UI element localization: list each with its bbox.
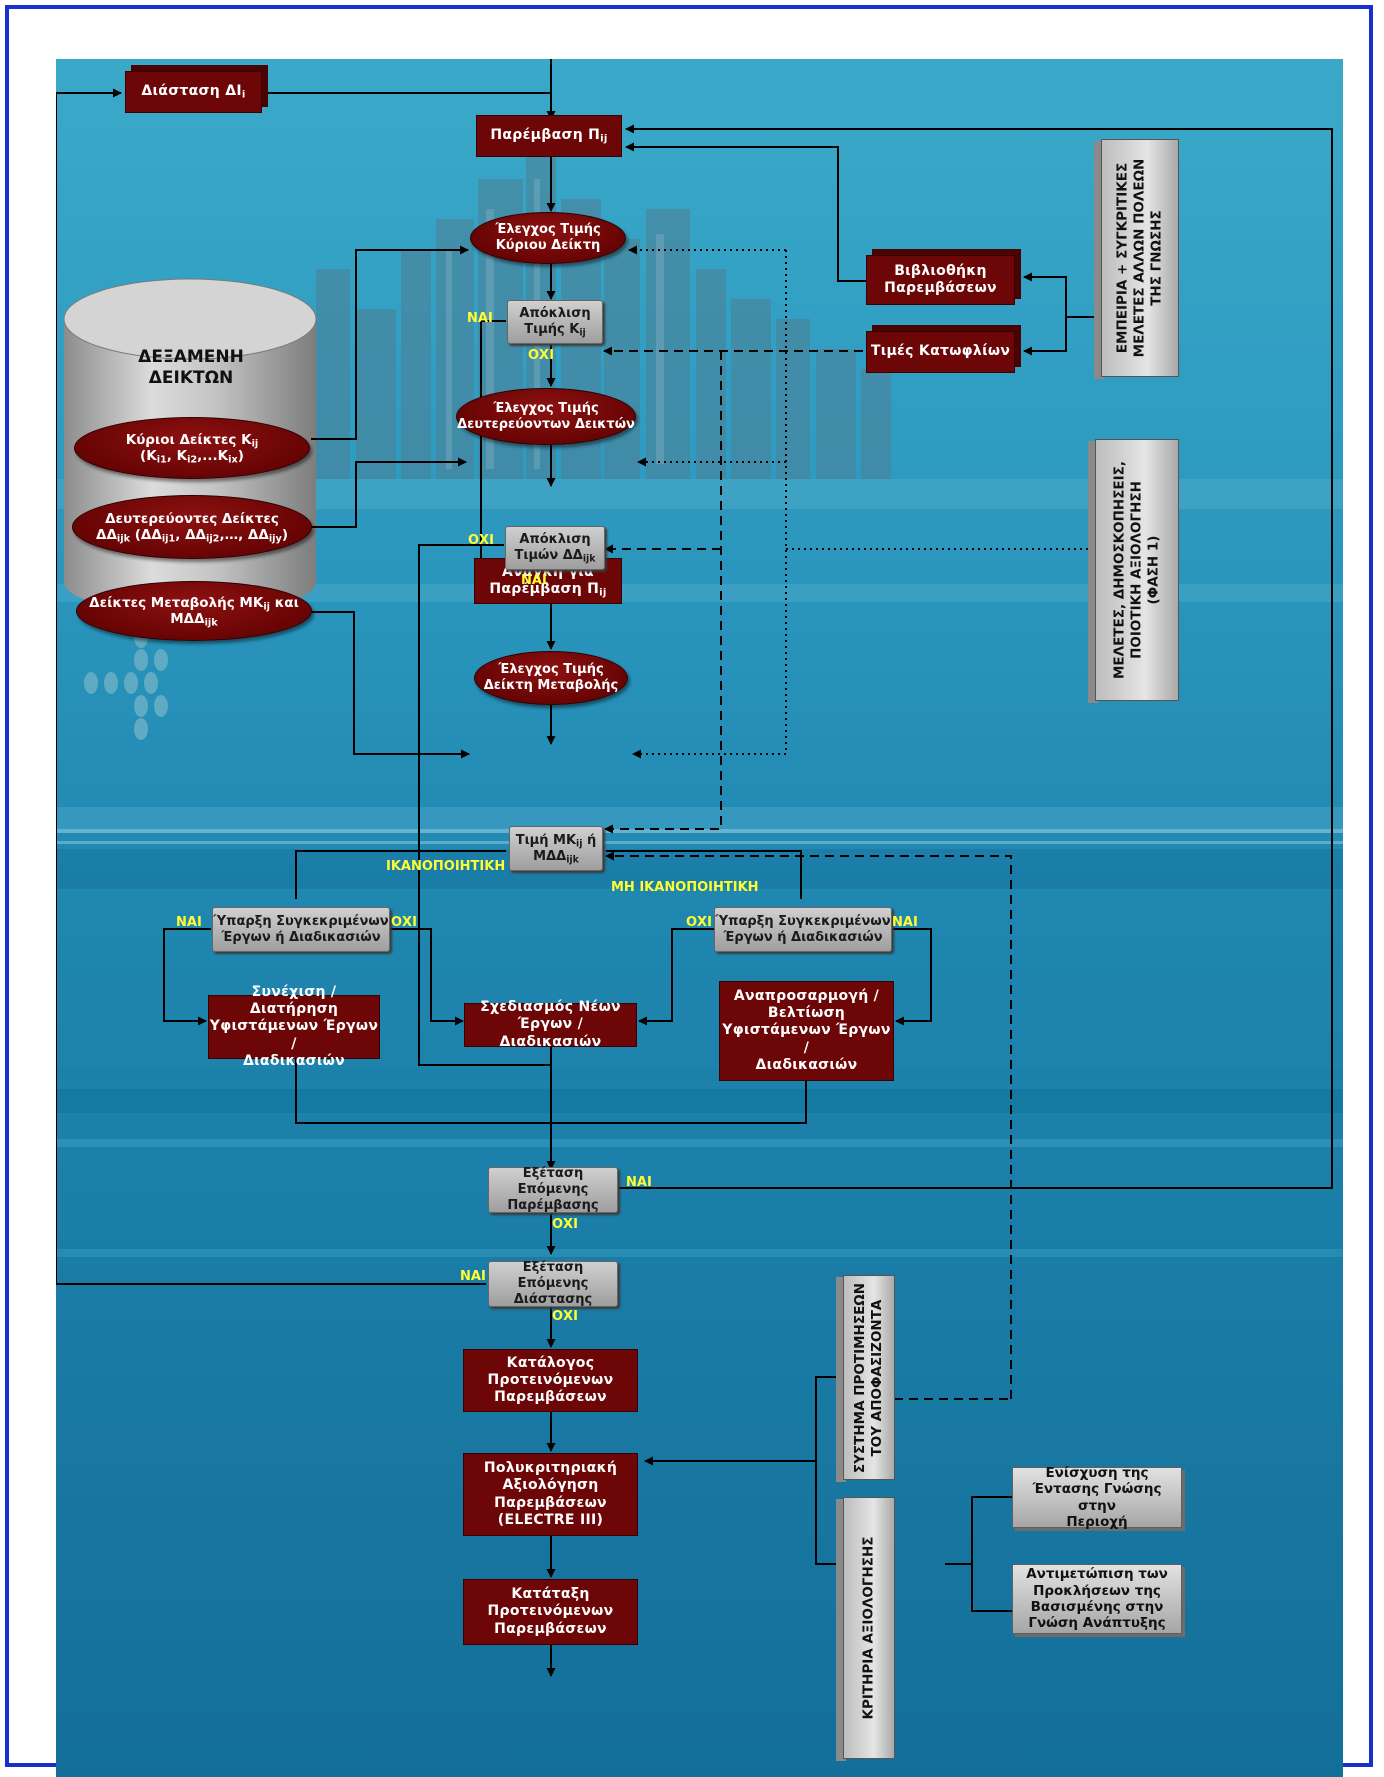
label-yes-next-intervention: ΝΑΙ: [626, 1175, 652, 1190]
reservoir-title: ΔΕΞΑΜΕΝΗ ΔΕΙΚΤΩΝ: [96, 347, 286, 390]
criteria-box: ΚΡΙΤΗΡΙΑ ΑΞΙΟΛΟΓΗΣΗΣ: [843, 1497, 895, 1759]
diagram-frame: ΔΕΞΑΜΕΝΗ ΔΕΙΚΤΩΝ Κύριοι Δείκτες Κij (Κi1…: [5, 5, 1373, 1777]
label-no-secondary: ΟΧΙ: [468, 533, 494, 548]
connector-layer: [56, 59, 1333, 1677]
reservoir-title-line1: ΔΕΞΑΜΕΝΗ: [138, 347, 244, 367]
label-satisfactory: ΙΚΑΝΟΠΟΙΗΤΙΚΗ: [386, 859, 506, 874]
label-unsatisfactory: ΜΗ ΙΚΑΝΟΠΟΙΗΤΙΚΗ: [611, 880, 759, 895]
thresholds-box: Τιμές Κατωφλίων: [866, 331, 1015, 373]
label-yes-next-dimension: ΝΑΙ: [460, 1269, 486, 1284]
label-yes-main: ΝΑΙ: [467, 311, 493, 326]
studies-box: ΜΕΛΕΤΕΣ, ΔΗΜΟΣΚΟΠΗΣΕΙΣ,ΠΟΙΟΤΙΚΗ ΑΞΙΟΛΟΓΗ…: [1095, 439, 1179, 701]
reservoir-title-line2: ΔΕΙΚΤΩΝ: [148, 368, 234, 389]
label-no-right: ΟΧΙ: [686, 915, 712, 930]
reservoir-secondary-indicators: Δευτερεύοντες Δείκτες ΔΔijk (ΔΔij1, ΔΔij…: [72, 495, 312, 559]
label-yes-right: ΝΑΙ: [892, 915, 918, 930]
label-yes-left: ΝΑΙ: [176, 915, 202, 930]
label-no-main: ΟΧΙ: [528, 348, 554, 363]
dimension-box: Διάσταση ΔΙi: [125, 71, 262, 113]
label-no-next-intervention: ΟΧΙ: [552, 1217, 578, 1232]
reservoir-main-indicators: Κύριοι Δείκτες Κij (Κi1, Κi2,...Κix): [74, 417, 310, 479]
intervention-box: Παρέμβαση Πij: [476, 115, 622, 157]
label-no-next-dimension: ΟΧΙ: [552, 1309, 578, 1324]
diagram-canvas: ΔΕΞΑΜΕΝΗ ΔΕΙΚΤΩΝ Κύριοι Δείκτες Κij (Κi1…: [56, 59, 1343, 1777]
reservoir-change-indicators: Δείκτες Μεταβολής ΜΚij και ΜΔΔijk: [76, 581, 312, 641]
label-no-left: ΟΧΙ: [391, 915, 417, 930]
label-yes-secondary: ΝΑΙ: [521, 573, 547, 588]
